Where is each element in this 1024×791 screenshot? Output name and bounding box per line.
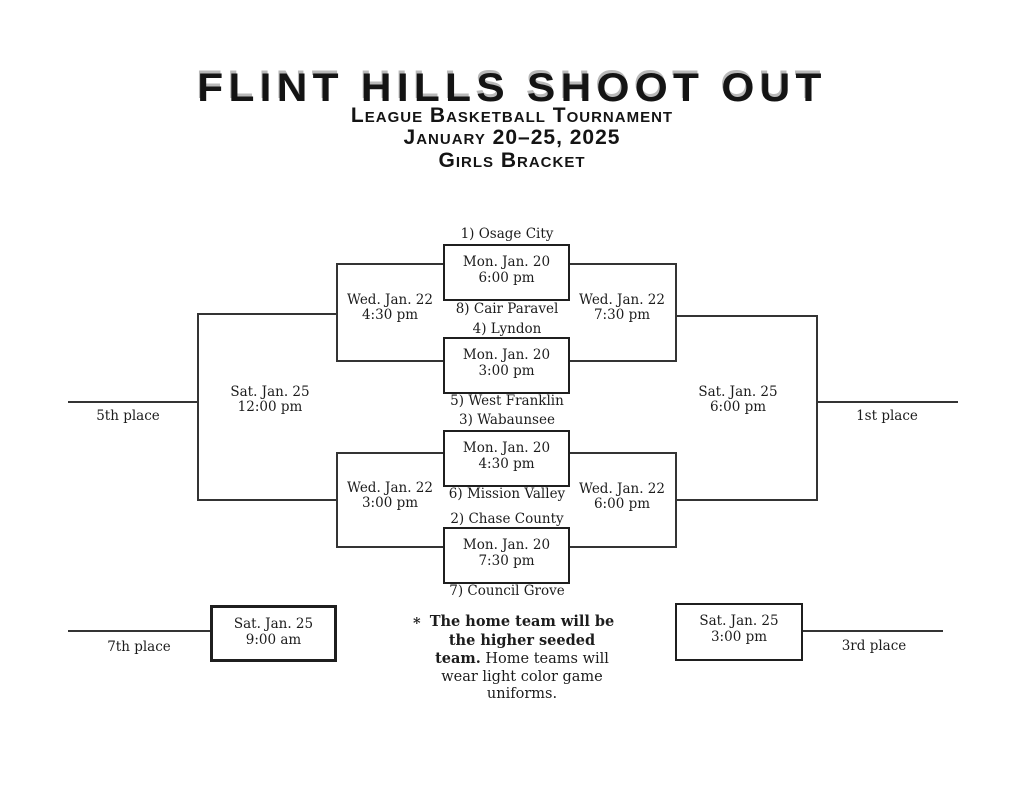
bracket-line-upper-left-vertical — [336, 263, 338, 362]
team-label-lyndon: 4) Lyndon — [472, 321, 542, 337]
slot-label-championship-game: Sat. Jan. 25 6:00 pm — [673, 385, 803, 415]
slot-label-semifinal-upper: Wed. Jan. 22 7:30 pm — [557, 293, 687, 323]
seventh-game-time: 9:00 am — [245, 632, 302, 648]
tournament-title: FLINT HILLS SHOOT OUT — [197, 66, 827, 110]
seventh-place-label: 7th place — [107, 639, 171, 655]
seventh-place-line — [68, 630, 210, 632]
home-team-note: * The home team will be the higher seede… — [396, 613, 640, 704]
game3-time: 4:30 pm — [478, 456, 535, 472]
bracket-line-game1-right — [570, 263, 677, 265]
team-label-cair-paravel: 8) Cair Paravel — [455, 301, 559, 317]
bracket-line-game4-left — [336, 546, 444, 548]
slot-consolation-lower-date: Wed. Jan. 22 — [347, 480, 433, 496]
home-team-note-text: The home team will be the higher seeded … — [424, 613, 620, 704]
fifth-place-line — [68, 401, 199, 403]
slot-semifinal-upper-date: Wed. Jan. 22 — [579, 292, 665, 308]
bracket-line-game4-right — [570, 546, 677, 548]
bracket-line-lower-left-merge — [197, 499, 338, 501]
game3-date: Mon. Jan. 20 — [462, 440, 551, 456]
team-label-mission-valley: 6) Mission Valley — [448, 486, 566, 502]
game4-date: Mon. Jan. 20 — [462, 537, 551, 553]
bracket-name: Girls Bracket — [438, 149, 586, 172]
fifth-game-time: 12:00 pm — [237, 399, 303, 415]
game1-box: Mon. Jan. 20 6:00 pm — [443, 244, 570, 301]
note-bold-text: The home team will be the higher seeded … — [429, 613, 615, 667]
game2-time: 3:00 pm — [478, 363, 535, 379]
third-place-label: 3rd place — [841, 638, 907, 654]
game2-date: Mon. Jan. 20 — [462, 347, 551, 363]
third-game-date: Sat. Jan. 25 — [699, 613, 779, 629]
seventh-game-date: Sat. Jan. 25 — [233, 616, 314, 632]
game1-date: Mon. Jan. 20 — [462, 254, 551, 270]
asterisk-marker: * — [413, 615, 421, 632]
team-label-osage-city: 1) Osage City — [460, 226, 554, 242]
bracket-line-upper-right-merge — [675, 315, 818, 317]
game1-time: 6:00 pm — [478, 270, 535, 286]
slot-semifinal-lower-date: Wed. Jan. 22 — [579, 481, 665, 497]
slot-consolation-lower-time: 3:00 pm — [361, 495, 419, 511]
game4-box: Mon. Jan. 20 7:30 pm — [443, 527, 570, 584]
game2-box: Mon. Jan. 20 3:00 pm — [443, 337, 570, 394]
third-game-time: 3:00 pm — [710, 629, 768, 645]
third-place-line — [803, 630, 943, 632]
bracket-line-first-vertical — [816, 315, 818, 501]
fifth-place-label: 5th place — [96, 408, 160, 424]
slot-label-semifinal-lower: Wed. Jan. 22 6:00 pm — [557, 482, 687, 512]
slot-consolation-upper-date: Wed. Jan. 22 — [347, 292, 433, 308]
team-label-west-franklin: 5) West Franklin — [450, 393, 564, 409]
bracket-line-game2-left — [336, 360, 444, 362]
game4-time: 7:30 pm — [478, 553, 535, 569]
game3-box: Mon. Jan. 20 4:30 pm — [443, 430, 570, 487]
slot-consolation-upper-time: 4:30 pm — [361, 307, 419, 323]
note-regular-text: Home teams will wear light color game un… — [441, 651, 609, 702]
tournament-dates: January 20–25, 2025 — [403, 126, 621, 149]
team-label-council-grove: 7) Council Grove — [449, 583, 565, 599]
bracket-line-game2-right — [570, 360, 677, 362]
slot-label-consolation-upper: Wed. Jan. 22 4:30 pm — [325, 293, 455, 323]
slot-label-consolation-lower: Wed. Jan. 22 3:00 pm — [325, 481, 455, 511]
team-label-chase-county: 2) Chase County — [450, 511, 564, 527]
bracket-line-game3-left — [336, 452, 444, 454]
fifth-game-date: Sat. Jan. 25 — [230, 384, 310, 400]
championship-date: Sat. Jan. 25 — [698, 384, 778, 400]
first-place-label: 1st place — [856, 408, 918, 424]
slot-semifinal-upper-time: 7:30 pm — [593, 307, 651, 323]
bracket-line-game3-right — [570, 452, 677, 454]
bracket-line-game1-left — [336, 263, 444, 265]
bracket-line-fifth-vertical — [197, 313, 199, 501]
first-place-line — [816, 401, 958, 403]
team-label-wabaunsee: 3) Wabaunsee — [459, 412, 555, 428]
seventh-place-box: Sat. Jan. 25 9:00 am — [210, 605, 337, 662]
tournament-subtitle: League Basketball Tournament — [350, 104, 674, 127]
bracket-line-lower-right-merge — [675, 499, 818, 501]
slot-semifinal-lower-time: 6:00 pm — [593, 496, 651, 512]
third-place-box: Sat. Jan. 25 3:00 pm — [675, 603, 803, 661]
championship-time: 6:00 pm — [709, 399, 767, 415]
slot-label-fifth-place-game: Sat. Jan. 25 12:00 pm — [205, 385, 335, 415]
bracket-line-upper-left-merge — [197, 313, 338, 315]
bracket-line-upper-right-vertical — [675, 263, 677, 362]
